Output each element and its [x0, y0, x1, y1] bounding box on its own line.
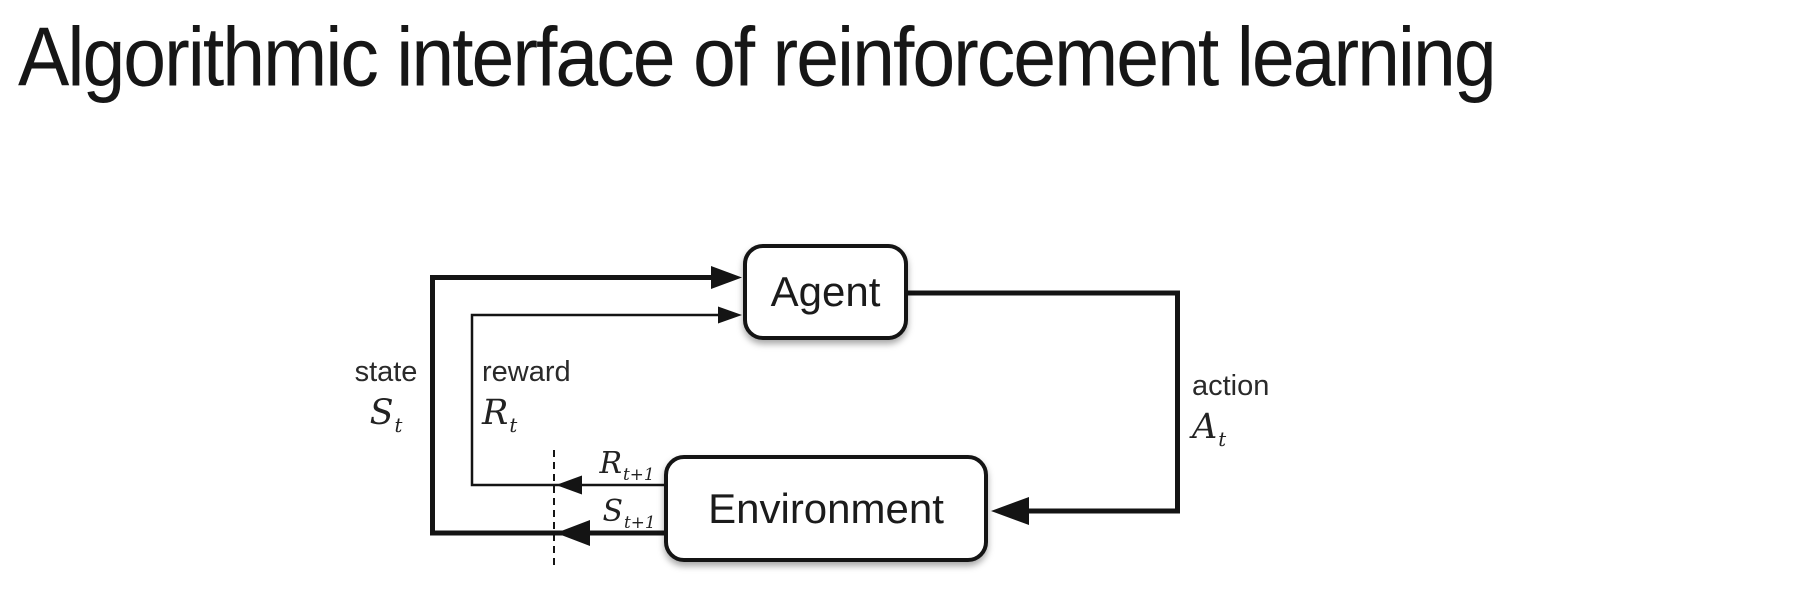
- environment-node: Environment: [664, 455, 988, 562]
- next-state-symbol-subscript: t+1: [624, 512, 656, 532]
- next-reward-symbol-subscript: t+1: [623, 464, 655, 484]
- next-state-arrowhead-icon: [556, 520, 590, 546]
- agent-node: Agent: [743, 244, 908, 340]
- slide-title: Algorithmic interface of reinforcement l…: [18, 11, 1497, 104]
- reward-arrowhead-icon: [718, 306, 742, 324]
- action-symbol-base: A: [1192, 407, 1218, 447]
- action-arrowhead-icon: [991, 497, 1029, 525]
- reward-symbol-subscript: t: [509, 414, 518, 437]
- state-symbol: St: [336, 394, 436, 445]
- state-label: state St: [336, 356, 436, 445]
- action-word: action: [1192, 370, 1270, 402]
- state-symbol-subscript: t: [394, 414, 403, 437]
- state-symbol-base: S: [369, 393, 394, 433]
- agent-node-label: Agent: [770, 268, 881, 315]
- state-loop-line: [430, 275, 714, 536]
- action-label: action At: [1192, 370, 1269, 459]
- next-reward-symbol-base: R: [599, 446, 623, 481]
- reward-symbol-base: R: [482, 393, 509, 433]
- action-loop-line: [908, 290, 1180, 514]
- action-symbol-subscript: t: [1218, 428, 1227, 451]
- reward-symbol: Rt: [482, 394, 571, 445]
- environment-node-label: Environment: [708, 484, 944, 532]
- reward-label: reward Rt: [482, 356, 571, 445]
- state-word: state: [354, 356, 418, 388]
- action-symbol: At: [1192, 408, 1269, 459]
- next-reward-arrowhead-icon: [556, 475, 582, 495]
- reward-word: reward: [482, 356, 571, 388]
- next-state-label: St+1: [594, 496, 664, 538]
- next-state-symbol-base: S: [602, 494, 624, 529]
- state-arrowhead-icon: [711, 266, 742, 289]
- next-reward-label: Rt+1: [592, 448, 662, 490]
